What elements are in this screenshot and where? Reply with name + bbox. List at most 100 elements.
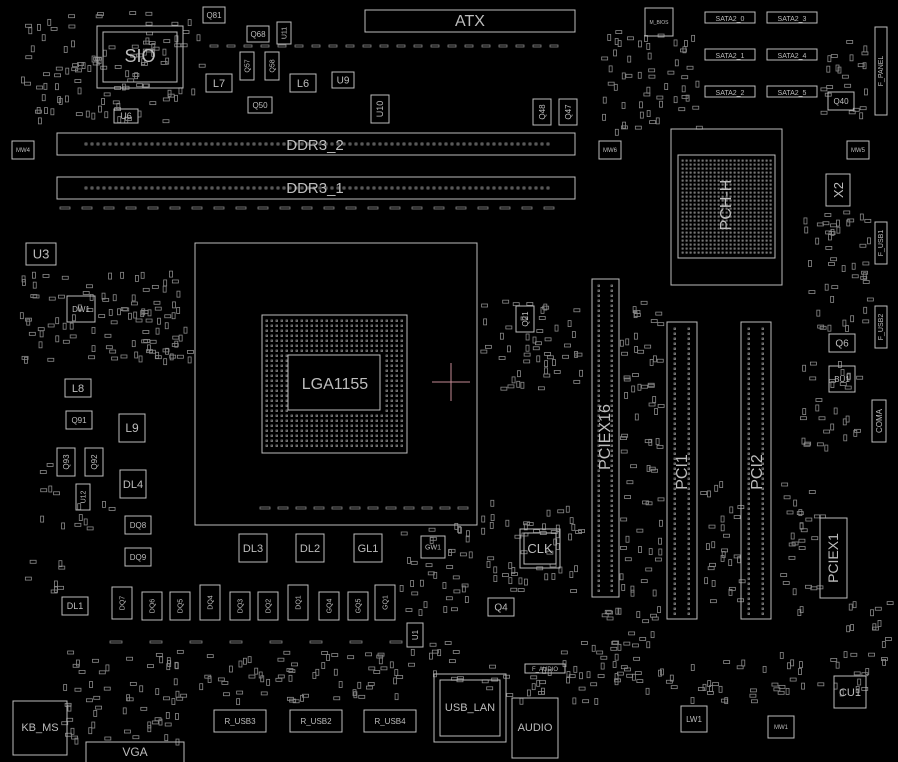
pciex16-label: PCIEX16 [597, 404, 614, 470]
cpu-socket-label: LGA1155 [302, 376, 369, 393]
part-gl1-label: GL1 [358, 543, 379, 555]
part-dq9-label: DQ9 [130, 553, 147, 562]
part-mw6-label: MW6 [603, 148, 618, 154]
part-u10-label: U10 [375, 101, 385, 118]
clock-label: CLK [527, 541, 553, 556]
sata-5-label: SATA2_5 [778, 90, 807, 97]
clock-chip: CLK [519, 528, 561, 569]
part-q40: Q40 [827, 91, 855, 111]
part-dq2-label: DQ2 [265, 599, 272, 614]
kb-ms-label: KB_MS [21, 722, 58, 734]
sata-0-label: SATA2_0 [716, 16, 745, 23]
part-l7: L7 [205, 73, 233, 93]
part-dl4: DL4 [119, 469, 147, 499]
part-q50-label: Q50 [252, 101, 268, 110]
part-lw1-label: LW1 [686, 715, 702, 724]
part-mw5-label: MW5 [851, 148, 866, 154]
part-gq4: GQ4 [318, 591, 340, 621]
part-dq3: DQ3 [229, 591, 251, 621]
part-gw1-label: GW1 [425, 544, 441, 551]
pciex1-label: PCIEX1 [825, 533, 841, 583]
part-u1: U1 [406, 622, 424, 648]
part-bu1-label: BU1 [834, 375, 850, 384]
part-mw4-label: MW4 [16, 148, 31, 154]
vga-label: VGA [122, 745, 147, 759]
part-u9: U9 [331, 71, 355, 89]
part-dq3-label: DQ3 [237, 599, 244, 614]
part-u9-label: U9 [337, 76, 350, 87]
kb-ms-port: KB_MS [12, 700, 68, 756]
part-bu1: BU1 [828, 365, 856, 393]
usb-lan-label: USB_LAN [445, 702, 495, 714]
pciex16-slot: PCIEX16 [591, 278, 620, 598]
coma-header: COMA [871, 399, 887, 443]
part-u12-label: U12 [80, 490, 87, 503]
part-l8-label: L8 [72, 383, 84, 395]
f-audio-header: F_AUDIO [524, 663, 566, 674]
part-q48-label: Q48 [538, 104, 547, 120]
part-dl2: DL2 [295, 533, 325, 563]
part-q57: Q57 [239, 51, 255, 81]
pci2-label: PCI2 [749, 454, 766, 490]
part-q4-label: Q4 [494, 603, 508, 614]
usb-lan-port: USB_LAN [433, 673, 507, 743]
part-u6-label: U6 [120, 111, 132, 121]
atx-label: ATX [455, 13, 485, 30]
part-q68: Q68 [246, 25, 270, 43]
pciex1-slot: PCIEX1 [819, 517, 848, 599]
part-q91: Q91 [65, 410, 93, 430]
sata-3-label: SATA2_3 [778, 16, 807, 23]
part-dq9: DQ9 [124, 547, 152, 567]
part-q81-label: Q81 [206, 11, 222, 20]
part-q93-label: Q93 [62, 454, 71, 470]
part-dq1: DQ1 [287, 584, 309, 621]
f-usb2-header: F_USB2 [874, 305, 888, 349]
f-usb1-label: F_USB1 [878, 230, 885, 257]
part-dl2-label: DL2 [300, 543, 320, 555]
ddr-slot-1-label: DDR3_1 [286, 180, 344, 197]
bios-label: M_BIOS [650, 20, 670, 26]
cpu-socket: LGA1155 [194, 242, 478, 526]
pch-label: PCH-H [718, 180, 735, 231]
part-dq7: DQ7 [111, 586, 133, 620]
part-q93: Q93 [56, 447, 76, 477]
part-dq1-label: DQ1 [295, 595, 302, 610]
audio-port: AUDIO [511, 697, 559, 759]
ddr-slot-2: DDR3_2 [56, 132, 576, 156]
part-dl3-label: DL3 [243, 543, 263, 555]
ddr-slot-1: DDR3_1 [56, 176, 576, 200]
part-l9: L9 [118, 413, 146, 443]
part-mw1: MW1 [767, 715, 795, 739]
part-dl1: DL1 [61, 596, 89, 616]
part-q91-label: Q91 [71, 416, 87, 425]
part-gq5-label: GQ5 [355, 599, 362, 614]
part-l6: L6 [289, 73, 317, 93]
part-q4: Q4 [487, 597, 515, 617]
part-q40-label: Q40 [833, 97, 849, 106]
part-dq6: DQ6 [141, 591, 163, 621]
front-panel-header: F_PANEL [874, 26, 888, 116]
part-q47: Q47 [558, 98, 578, 126]
part-q47-label: Q47 [564, 104, 573, 120]
part-q68-label: Q68 [250, 30, 266, 39]
part-u10: U10 [370, 94, 390, 124]
x2-label: X2 [831, 182, 846, 198]
part-u3-label: U3 [33, 247, 50, 262]
part-gl1: GL1 [353, 533, 383, 563]
sata-4-label: SATA2_4 [778, 53, 807, 60]
part-q48: Q48 [532, 98, 552, 126]
part-q6-label: Q6 [835, 339, 849, 350]
part-gq1-label: GQ1 [382, 595, 389, 610]
bios-chip: M_BIOS [644, 7, 674, 37]
sata-connectors: SATA2_0 SATA2_1 SATA2_2 SATA2_3 SATA2_4 … [704, 11, 818, 98]
part-gw1: GW1 [420, 535, 446, 559]
f-usb2-label: F_USB2 [878, 314, 885, 341]
part-dl3: DL3 [238, 533, 268, 563]
ddr-slot-2-label: DDR3_2 [286, 137, 344, 154]
part-u1-label: U1 [411, 629, 420, 640]
part-gq1: GQ1 [374, 584, 396, 621]
part-lw1: LW1 [680, 705, 708, 733]
part-mw1-label: MW1 [774, 725, 789, 731]
f-usb1-header: F_USB1 [874, 221, 888, 265]
